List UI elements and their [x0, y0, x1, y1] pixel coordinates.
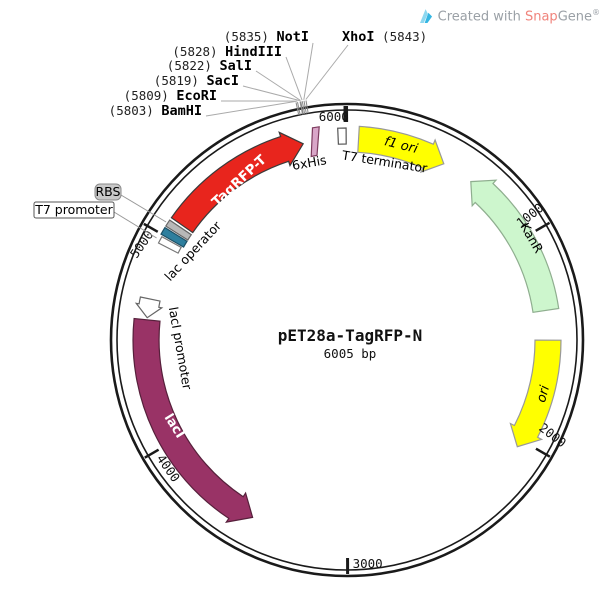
feature-rbs	[164, 219, 193, 241]
leader-hindiii	[285, 56, 303, 101]
enzyme-label-hindiii: (5828) HindIII	[172, 44, 282, 60]
plasmid-name: pET28a-TagRFP-N	[278, 326, 423, 345]
feature-arcs	[132, 125, 562, 523]
leader-t7-promoter	[113, 211, 157, 239]
enzyme-label-sali: (5822) SalI	[167, 58, 252, 74]
site-mark-saci	[299, 101, 304, 115]
callout-label-t7-promoter: T7 promoter	[34, 202, 113, 217]
feature-6xhis	[310, 126, 320, 158]
site-mark-ecori	[297, 101, 301, 115]
feature-f1-ori	[357, 125, 445, 174]
site-mark-bamhi	[295, 102, 300, 116]
enzyme-label-noti: (5835) NotI	[224, 29, 309, 45]
site-mark-sali	[300, 101, 304, 115]
tick-1000	[535, 221, 551, 232]
callout-box-t7-promoter	[33, 201, 115, 219]
leader-noti	[303, 42, 314, 100]
feature-lac-operator	[160, 226, 188, 248]
enzyme-label-ecori: (5809) EcoRI	[124, 88, 217, 104]
callout-label-rbs: RBS	[96, 184, 121, 199]
enzyme-label-saci: (5819) SacI	[154, 73, 239, 89]
site-mark-xhoi	[305, 100, 309, 114]
snapgene-logo-icon	[419, 8, 432, 23]
callout-labels: RBS T7 promoter	[33, 183, 167, 239]
snapgene-watermark: Created with SnapGene®	[419, 8, 600, 25]
enzyme-label-xhoi: XhoI (5843)	[342, 29, 427, 45]
enzyme-label-bamhi: (5803) BamHI	[109, 103, 202, 119]
tick-label-6000: 6000	[319, 109, 349, 124]
feature-kanr	[470, 179, 560, 313]
site-mark-hindiii	[301, 101, 306, 115]
site-mark-noti	[303, 100, 307, 114]
tick-label-2000: 2000	[536, 420, 569, 450]
backbone-outer-circle	[109, 102, 585, 578]
feature-t7-terminator	[337, 127, 347, 145]
tick-4000	[144, 448, 160, 459]
watermark-prefix: Created with	[437, 9, 521, 25]
plasmid-size: 6005 bp	[324, 346, 377, 361]
watermark-brand-snap: Snap	[524, 9, 558, 25]
tick-label-5000: 5000	[127, 227, 157, 260]
feature-laci	[132, 317, 254, 523]
leader-rbs	[120, 194, 167, 223]
tick-5000	[143, 222, 159, 233]
feature-laci-promoter	[134, 296, 164, 319]
feature-ori	[509, 339, 562, 448]
callout-box-rbs	[94, 183, 122, 201]
tick-2000	[535, 447, 551, 458]
leader-sali	[255, 70, 301, 101]
feature-t7-promoter	[157, 235, 182, 254]
restriction-site-labels: (5835) NotI XhoI (5843) (5828) HindIII(582…	[109, 29, 428, 119]
feature-tagrfp-t	[170, 131, 305, 234]
leader-lines	[205, 42, 349, 117]
watermark-brand-gene: Gene	[557, 9, 592, 25]
leader-bamhi	[205, 100, 296, 117]
feature-label-6xhis: 6xHis	[291, 152, 328, 173]
leader-xhoi	[305, 44, 349, 100]
leader-saci	[242, 85, 300, 102]
tick-label-3000: 3000	[353, 556, 383, 571]
watermark-registered: ®	[592, 8, 600, 17]
feature-label-ori: ori	[534, 384, 553, 405]
feature-label-laci-promoter: lacI promoter	[166, 306, 195, 392]
